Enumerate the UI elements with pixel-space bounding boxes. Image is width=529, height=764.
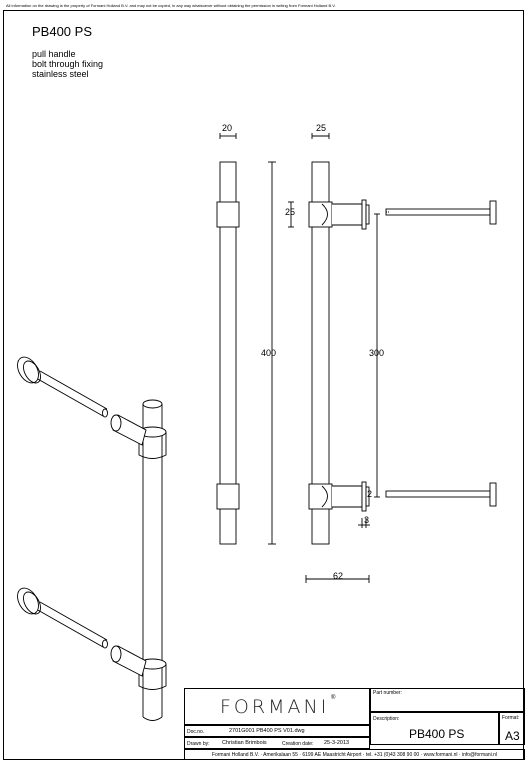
front-lower-sleeve <box>216 483 240 510</box>
doc-label: Doc.no. <box>187 729 205 735</box>
title-block: FORMANI ® Part number: Description: PB40… <box>184 688 525 760</box>
format-cell <box>499 712 525 745</box>
dim-projection: 62 <box>333 571 344 581</box>
drawn-cell <box>184 737 370 749</box>
part-number-label: Part number: <box>373 690 402 696</box>
dim-side-width: 25 <box>316 123 327 133</box>
side-view <box>288 133 380 583</box>
logo-registered-mark: ® <box>331 695 336 701</box>
footer-cell <box>184 749 525 760</box>
doc-value: 2701G001 PB400 PS V01.dwg <box>229 728 305 734</box>
front-bar <box>219 161 237 545</box>
front-view <box>216 133 276 545</box>
creation-value: 25-3-2013 <box>324 740 350 746</box>
doc-cell <box>184 725 370 737</box>
isometric-view <box>17 356 167 721</box>
creation-label: Creation date: <box>282 741 314 747</box>
drawn-value: Christian Brimbois <box>222 740 267 746</box>
description-cell <box>370 712 499 745</box>
dim-base-thickness: 3 <box>364 515 370 525</box>
company-footer: Formani Holland B.V. · Amerikalaan 55 · … <box>211 752 498 758</box>
description-line-2: bolt through fixing <box>32 59 104 69</box>
description-label: Description: <box>373 716 400 722</box>
description-line-3: stainless steel <box>32 69 89 79</box>
product-description: pull handle bolt through fixing stainles… <box>32 49 103 79</box>
dim-total-length: 400 <box>261 348 277 358</box>
drawn-label: Drawn by: <box>187 741 210 747</box>
disclaimer-text: All information on the drawing is the pr… <box>6 3 336 8</box>
side-bar <box>311 161 330 545</box>
front-upper-sleeve <box>216 201 240 228</box>
dim-front-width: 20 <box>222 123 233 133</box>
dim-cap-height: 25 <box>285 207 296 217</box>
side-upper-sleeve <box>308 201 333 228</box>
side-lower-sleeve <box>308 483 333 510</box>
description-line-1: pull handle <box>32 49 76 59</box>
format-label: Format: <box>502 715 520 721</box>
format-value: A3 <box>505 729 520 743</box>
description-value: PB400 PS <box>409 727 465 741</box>
part-number-cell <box>370 688 525 712</box>
dim-small-gap: 2 <box>367 489 373 499</box>
dim-centers: 300 <box>369 348 385 358</box>
logo-cell <box>184 688 370 725</box>
product-title: PB400 PS <box>32 24 92 39</box>
bolt-views <box>385 200 497 507</box>
formani-logo: FORMANI <box>220 696 330 718</box>
